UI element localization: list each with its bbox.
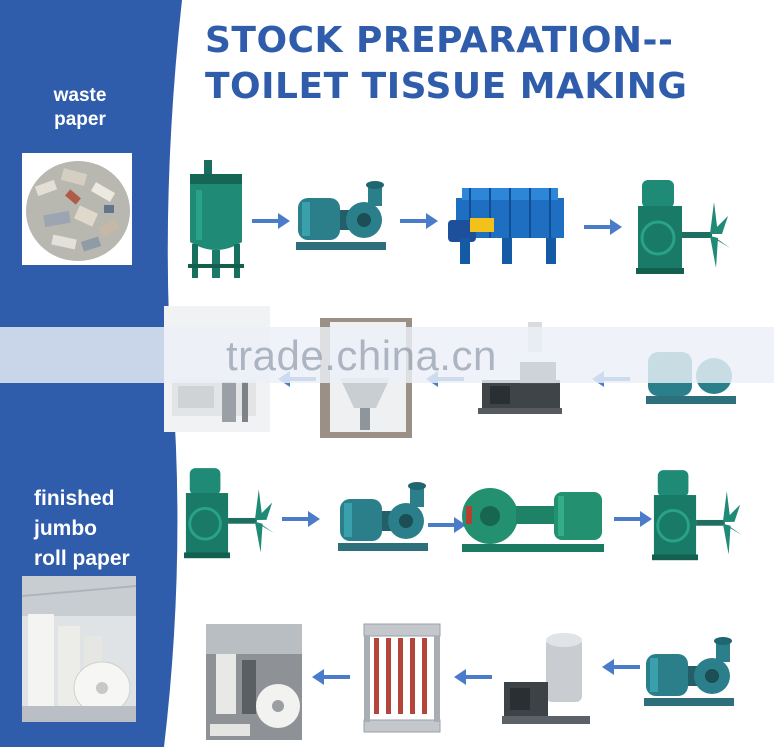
refiner-icon bbox=[458, 478, 608, 560]
watermark-band bbox=[0, 327, 774, 383]
title-line1: STOCK PREPARATION-- bbox=[205, 20, 674, 61]
agitator-icon bbox=[636, 176, 732, 286]
start-label: waste paper bbox=[25, 84, 135, 132]
end-label-line2: jumbo bbox=[34, 517, 97, 540]
pressure-screen-icon bbox=[500, 630, 592, 730]
start-label-line1: waste bbox=[53, 85, 107, 106]
flow-arrow-right bbox=[612, 508, 654, 530]
agitator-icon bbox=[652, 466, 744, 572]
start-label-line2: paper bbox=[54, 109, 106, 130]
page-title: STOCK PREPARATION-- TOILET TISSUE MAKING bbox=[205, 18, 765, 110]
watermark-text: trade.china.cn bbox=[226, 332, 497, 379]
end-label-line1: finished bbox=[34, 487, 115, 510]
screen-icon bbox=[446, 178, 570, 268]
flow-arrow-right bbox=[426, 514, 468, 536]
flow-arrow-right bbox=[250, 210, 292, 232]
end-label: finished jumbo roll paper bbox=[12, 484, 142, 574]
flow-arrow-left bbox=[452, 666, 494, 688]
flow-arrow-left bbox=[310, 666, 352, 688]
flow-arrow-left bbox=[600, 656, 642, 678]
title-line2: TOILET TISSUE MAKING bbox=[205, 66, 688, 107]
jumbo-rolls-photo bbox=[21, 576, 137, 722]
flow-arrow-right bbox=[582, 216, 624, 238]
agitator-icon bbox=[184, 462, 276, 572]
tissue-machine-icon bbox=[206, 624, 302, 740]
cleaner-icon bbox=[360, 620, 444, 740]
pump-icon bbox=[292, 180, 390, 258]
flow-arrow-right bbox=[280, 508, 322, 530]
waste-paper-photo bbox=[22, 153, 132, 265]
hydrapulper-icon bbox=[184, 160, 248, 278]
pump-icon bbox=[334, 480, 432, 560]
pump-icon bbox=[640, 636, 738, 714]
end-label-line3: roll paper bbox=[34, 547, 130, 570]
flow-arrow-right bbox=[398, 210, 440, 232]
